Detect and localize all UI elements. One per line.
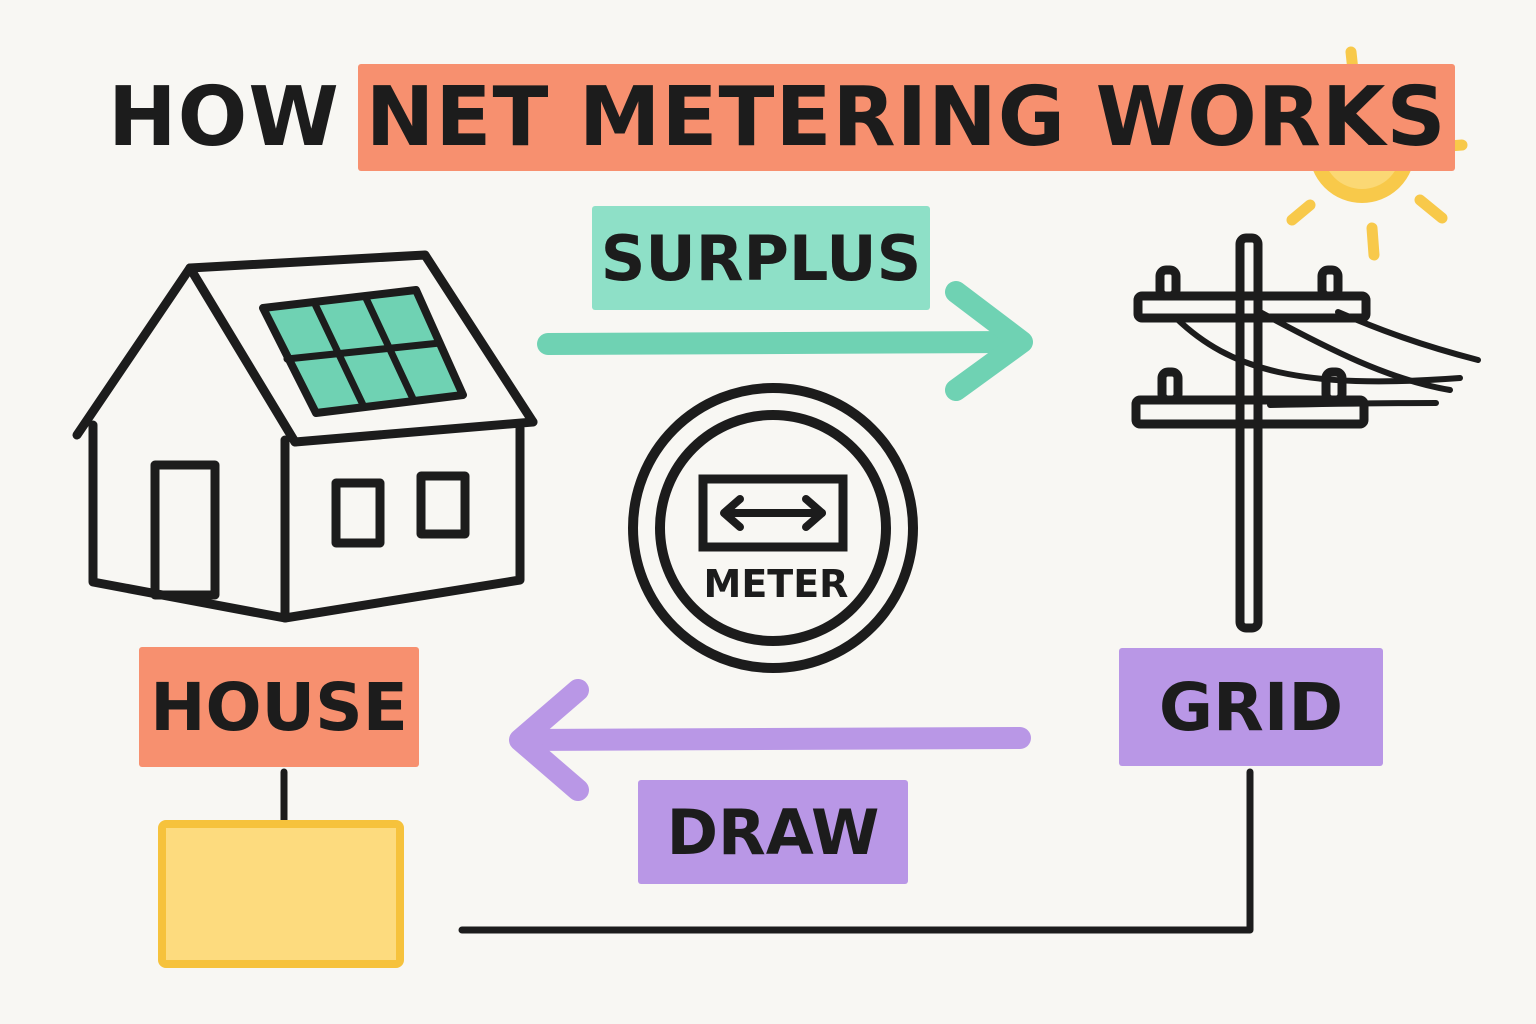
- draw-label: DRAW: [638, 780, 908, 884]
- surplus-label: SURPLUS: [592, 206, 930, 310]
- meter-icon: [628, 383, 918, 673]
- battery-box: [158, 820, 404, 968]
- title-prefix: HOW: [108, 69, 340, 165]
- surplus-arrow: [537, 281, 1033, 401]
- grid-label: GRID: [1119, 648, 1383, 766]
- utility-pole-icon: [1131, 233, 1481, 633]
- title-highlight: NET METERING WORKS: [357, 63, 1455, 171]
- house-icon: [72, 250, 538, 623]
- meter-label: METER: [703, 562, 849, 606]
- page-title: HOW NET METERING WORKS: [108, 52, 1455, 182]
- house-label: HOUSE: [139, 647, 419, 767]
- connector-lines: [280, 768, 1254, 934]
- solar-panel-icon: [259, 286, 467, 417]
- draw-arrow: [509, 679, 1031, 801]
